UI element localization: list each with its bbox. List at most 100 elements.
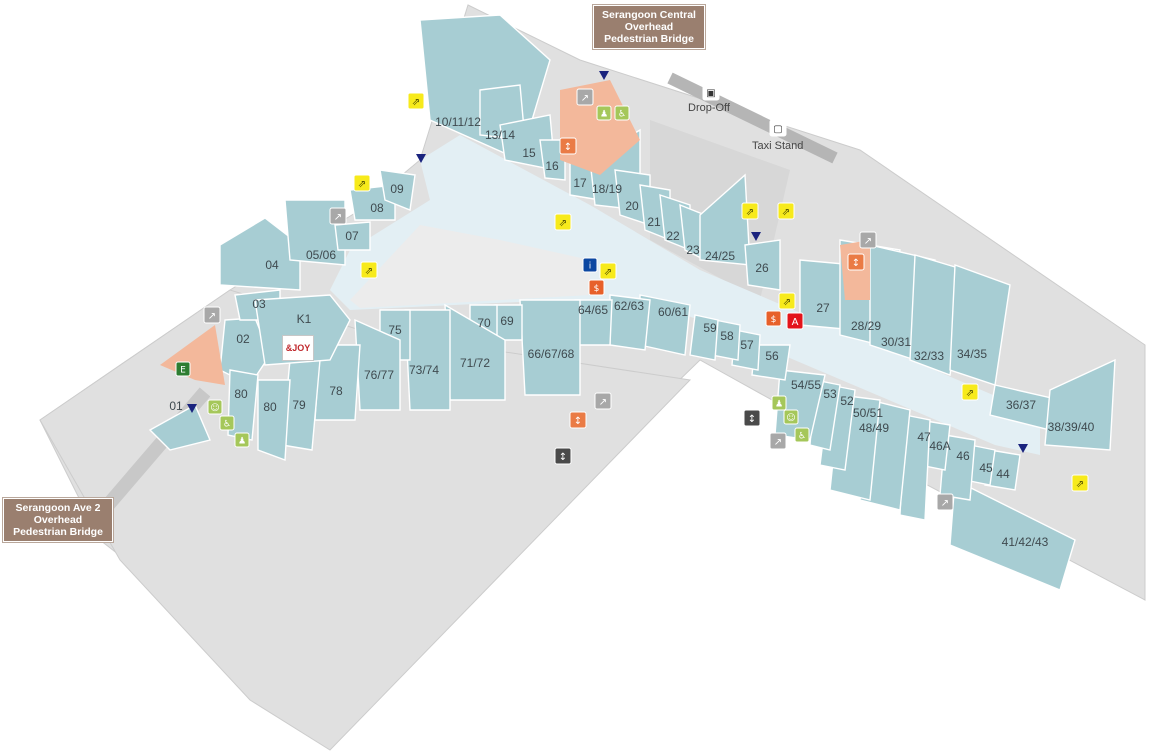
taxi-icon[interactable]: ▢ — [769, 119, 787, 137]
lift-icon[interactable]: ↕ — [743, 409, 761, 427]
unit-label-58: 58 — [720, 329, 734, 343]
svg-text:☺: ☺ — [786, 413, 795, 424]
unit-shape-16[interactable] — [539, 139, 566, 181]
escalator-icon[interactable]: ⇗ — [778, 292, 796, 310]
svg-text:⇗: ⇗ — [358, 179, 366, 190]
unit-label-53: 53 — [823, 387, 837, 401]
baby-care-icon[interactable]: ☺ — [783, 409, 799, 425]
unit-label-80: 80 — [263, 400, 277, 414]
escalator-icon[interactable]: ⇗ — [599, 262, 617, 280]
unit-label-64-65: 64/65 — [578, 303, 608, 317]
information-counter-icon[interactable]: i — [582, 257, 598, 273]
unit-shape-59[interactable] — [689, 314, 719, 361]
escalator-icon[interactable]: ⇗ — [1071, 474, 1089, 492]
toilet-icon[interactable]: ♟ — [771, 395, 787, 411]
unit-shape-01[interactable] — [148, 404, 211, 451]
unit-label-27: 27 — [816, 301, 830, 315]
unit-label-45: 45 — [979, 461, 993, 475]
serangoon-ave2-line-1: Serangoon Ave 2 — [15, 502, 101, 514]
svg-text:♟: ♟ — [775, 400, 783, 410]
and-joy-logo: &JOY — [282, 335, 314, 361]
fire-exit-icon[interactable]: E — [175, 361, 191, 377]
stairs-icon[interactable]: ↗ — [329, 207, 347, 225]
unit-shape-26[interactable] — [744, 239, 781, 291]
toilet-icon[interactable]: ♟ — [234, 432, 250, 448]
svg-text:⇗: ⇗ — [746, 207, 754, 218]
svg-text:♿: ♿ — [223, 420, 231, 430]
wheelchair-icon[interactable]: ♿ — [614, 105, 630, 121]
unit-label-76-77: 76/77 — [364, 368, 394, 382]
svg-text:↗: ↗ — [208, 311, 216, 322]
escalator-icon[interactable]: ⇗ — [741, 202, 759, 220]
unit-label-41-42-43: 41/42/43 — [1002, 535, 1049, 549]
unit-label-34-35: 34/35 — [957, 347, 987, 361]
unit-label-69: 69 — [500, 314, 514, 328]
unit-label-73-74: 73/74 — [409, 363, 439, 377]
svg-text:⇗: ⇗ — [412, 97, 420, 108]
toilet-icon[interactable]: ♟ — [596, 105, 612, 121]
unit-shape-07[interactable] — [334, 221, 371, 251]
unit-label-75: 75 — [388, 323, 402, 337]
atm-icon[interactable]: $ — [588, 279, 605, 296]
entrance-arrow-icon — [187, 404, 197, 413]
svg-text:$: $ — [594, 284, 600, 294]
unit-label-26: 26 — [755, 261, 769, 275]
unit-label-21: 21 — [647, 215, 661, 229]
taxi-stand-label: Taxi Stand — [752, 140, 804, 152]
unit-label-44: 44 — [996, 467, 1010, 481]
svg-text:↕: ↕ — [852, 258, 860, 269]
escalator-icon[interactable]: ⇗ — [961, 383, 979, 401]
unit-shape-66-67-68[interactable] — [519, 299, 581, 396]
lift-icon[interactable]: ↕ — [569, 411, 587, 429]
stairs-icon[interactable]: ↗ — [859, 231, 877, 249]
serangoon-ave2-line-2: Overhead — [33, 514, 83, 526]
unit-shape-46[interactable] — [939, 434, 976, 501]
escalator-icon[interactable]: ⇗ — [360, 261, 378, 279]
svg-text:↗: ↗ — [864, 236, 872, 247]
unit-label-71-72: 71/72 — [460, 356, 490, 370]
lift-icon[interactable]: ↕ — [554, 447, 572, 465]
unit-label-50-51: 50/51 — [853, 406, 883, 420]
unit-label-78: 78 — [329, 384, 343, 398]
atm-icon[interactable]: $ — [765, 310, 782, 327]
escalator-icon[interactable]: ⇗ — [554, 213, 572, 231]
escalator-icon[interactable]: ⇗ — [777, 202, 795, 220]
stairs-icon[interactable]: ↗ — [576, 88, 594, 106]
unit-shape-80[interactable] — [227, 369, 259, 441]
unit-shape-38-39-40[interactable] — [1044, 358, 1116, 451]
svg-text:♿: ♿ — [618, 110, 626, 120]
escalator-icon[interactable]: ⇗ — [407, 92, 425, 110]
wheelchair-icon[interactable]: ♿ — [219, 415, 235, 431]
stairs-icon[interactable]: ↗ — [936, 493, 954, 511]
svg-text:i: i — [589, 262, 592, 272]
unit-shape-41-42-43[interactable] — [949, 478, 1076, 591]
serangoon-central-line-1: Serangoon Central — [602, 9, 696, 21]
unit-label-59: 59 — [703, 321, 717, 335]
unit-label-03: 03 — [252, 297, 266, 311]
stairs-icon[interactable]: ↗ — [203, 306, 221, 324]
unit-shape-09[interactable] — [379, 169, 416, 211]
unit-shape-73-74[interactable] — [404, 309, 451, 411]
unit-shape-04[interactable] — [219, 217, 301, 291]
unit-label-09: 09 — [390, 182, 404, 196]
escalator-icon[interactable]: ⇗ — [353, 174, 371, 192]
stairs-icon[interactable]: ↗ — [594, 392, 612, 410]
entrance-arrow-icon — [416, 154, 426, 163]
unit-label-47: 47 — [917, 430, 931, 444]
svg-text:▢: ▢ — [773, 124, 782, 135]
svg-text:♟: ♟ — [600, 110, 608, 120]
unit-label-56: 56 — [765, 349, 779, 363]
stairs-icon[interactable]: ↗ — [769, 432, 787, 450]
unit-label-66-67-68: 66/67/68 — [528, 347, 575, 361]
unit-shape-80[interactable] — [257, 379, 291, 461]
svg-text:↗: ↗ — [774, 437, 782, 448]
axs-station-icon[interactable]: A — [786, 312, 804, 330]
wheelchair-icon[interactable]: ♿ — [794, 427, 810, 443]
lift-icon[interactable]: ↕ — [847, 253, 865, 271]
unit-shape-k1[interactable] — [254, 294, 351, 366]
car-drop-off-icon[interactable]: ▣ — [702, 83, 720, 101]
lift-icon[interactable]: ↕ — [559, 137, 577, 155]
unit-label-46a: 46A — [929, 439, 950, 453]
baby-care-icon[interactable]: ☺ — [207, 399, 223, 415]
